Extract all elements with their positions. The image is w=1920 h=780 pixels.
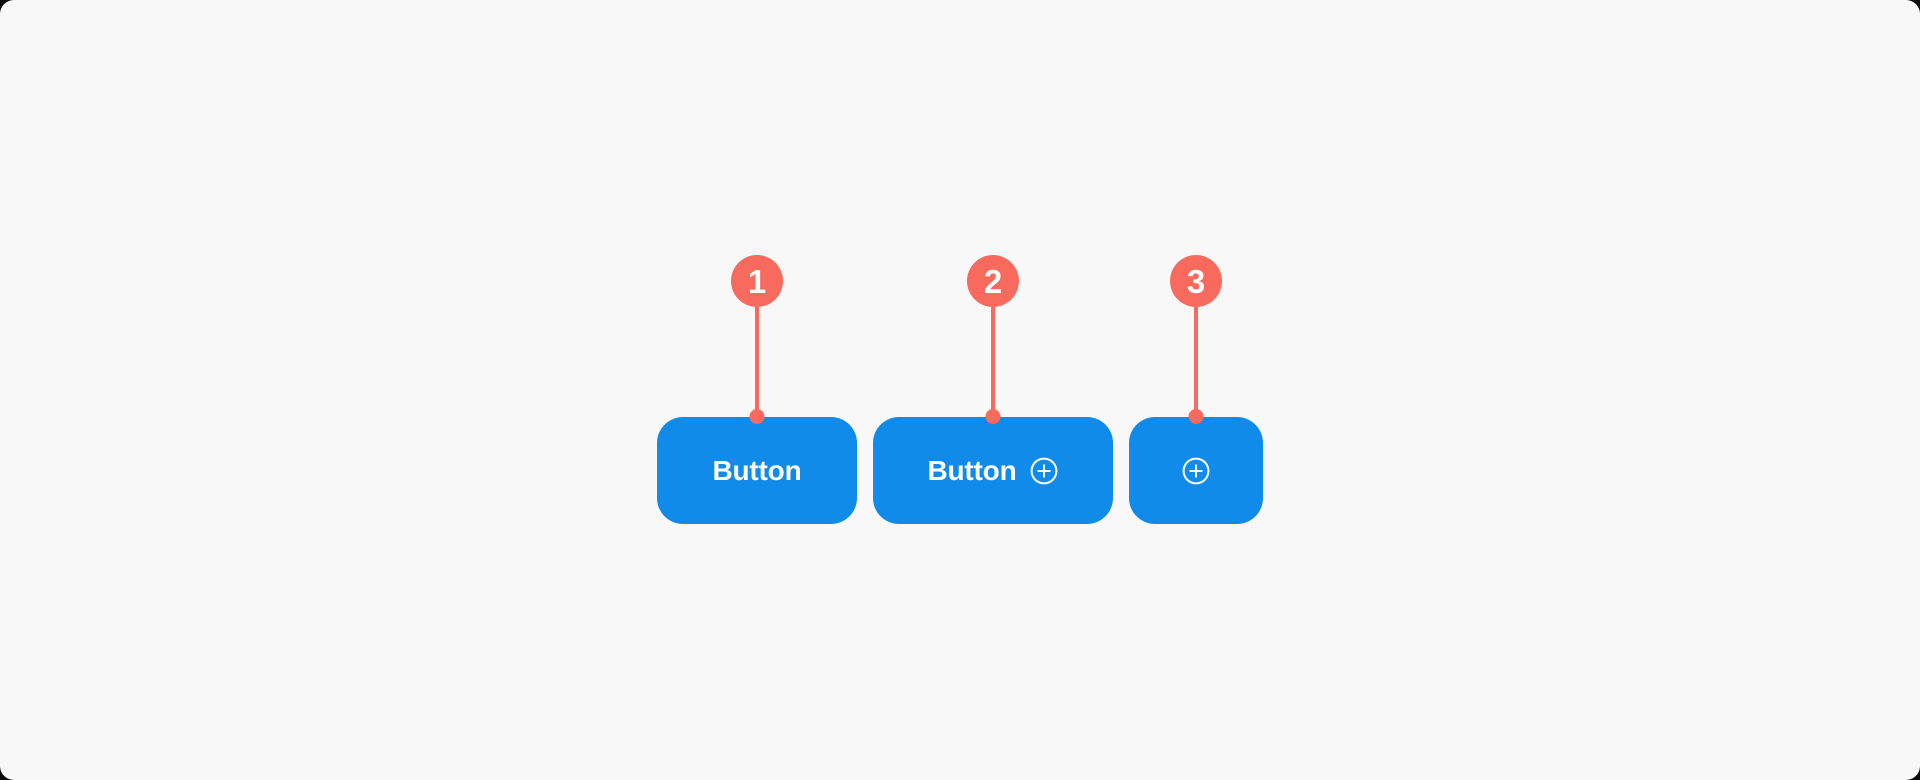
connector-line-3 xyxy=(1188,307,1204,424)
annotated-button-group-2: 2 Button xyxy=(873,255,1113,524)
text-button[interactable]: Button xyxy=(657,417,857,524)
connector-line-2 xyxy=(985,307,1001,424)
annotation-number-3: 3 xyxy=(1186,262,1206,300)
annotation-number-1: 1 xyxy=(747,262,767,300)
annotation-row: 1 Button 2 Button xyxy=(0,255,1920,524)
text-icon-button[interactable]: Button xyxy=(873,417,1113,524)
plus-circle-icon xyxy=(1031,457,1058,484)
connector-dot-2 xyxy=(985,409,1001,424)
connector-dot-1 xyxy=(749,409,765,424)
icon-only-button[interactable] xyxy=(1129,417,1263,524)
connector-line-1 xyxy=(749,307,765,424)
annotation-marker-3: 3 xyxy=(1170,255,1222,307)
annotation-marker-1: 1 xyxy=(731,255,783,307)
connector-dot-3 xyxy=(1188,409,1204,424)
annotated-button-group-3: 3 xyxy=(1129,255,1263,524)
button-label: Button xyxy=(927,454,1017,486)
annotation-number-2: 2 xyxy=(983,262,1003,300)
plus-circle-icon xyxy=(1182,457,1210,484)
annotation-marker-2: 2 xyxy=(967,255,1019,307)
annotated-button-group-1: 1 Button xyxy=(657,255,857,524)
button-label: Button xyxy=(712,454,802,486)
